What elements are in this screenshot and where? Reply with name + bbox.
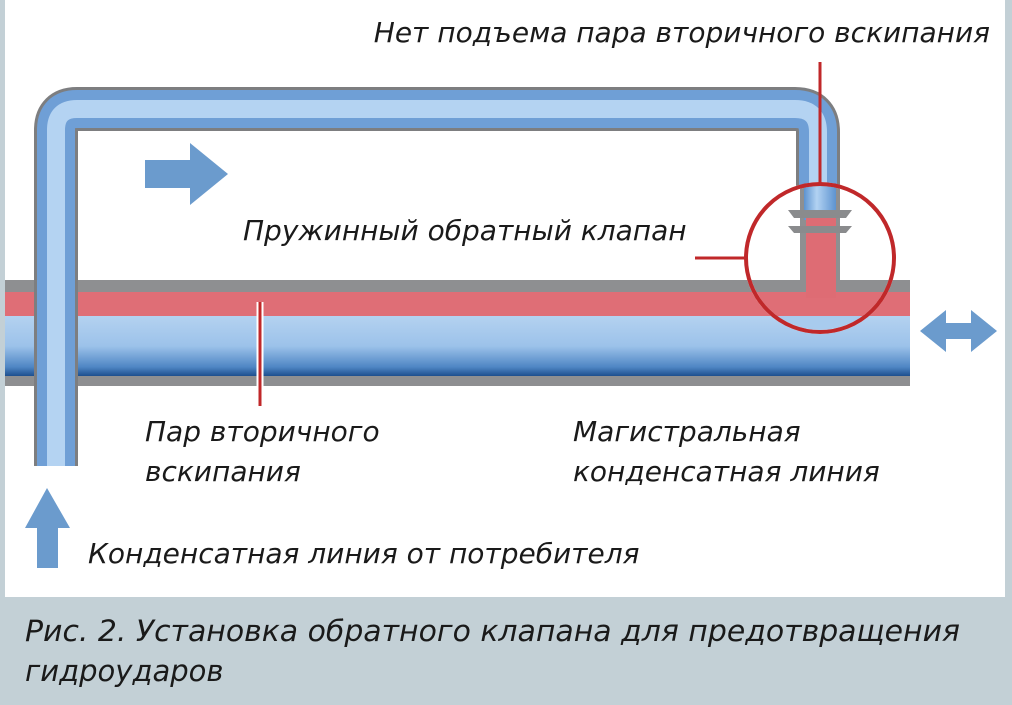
label-main-line-1: Магистральная (573, 415, 801, 448)
flow-right-arrow-icon (145, 143, 228, 205)
consumer-pipe (34, 87, 840, 466)
label-main-line-2: конденсатная линия (573, 455, 880, 488)
label-flash-steam-2: вскипания (145, 455, 301, 488)
bidirectional-arrow-icon (920, 310, 997, 352)
label-no-rise: Нет подъема пара вторичного вскипания (374, 16, 990, 49)
caption-line-2: гидроударов (25, 654, 224, 688)
label-flash-steam-1: Пар вторичного (145, 415, 380, 448)
label-check-valve: Пружинный обратный клапан (243, 214, 687, 247)
label-consumer-line: Конденсатная линия от потребителя (88, 537, 639, 570)
flow-up-arrow-icon (25, 488, 70, 568)
caption-line-1: Рис. 2. Установка обратного клапана для … (25, 614, 960, 648)
